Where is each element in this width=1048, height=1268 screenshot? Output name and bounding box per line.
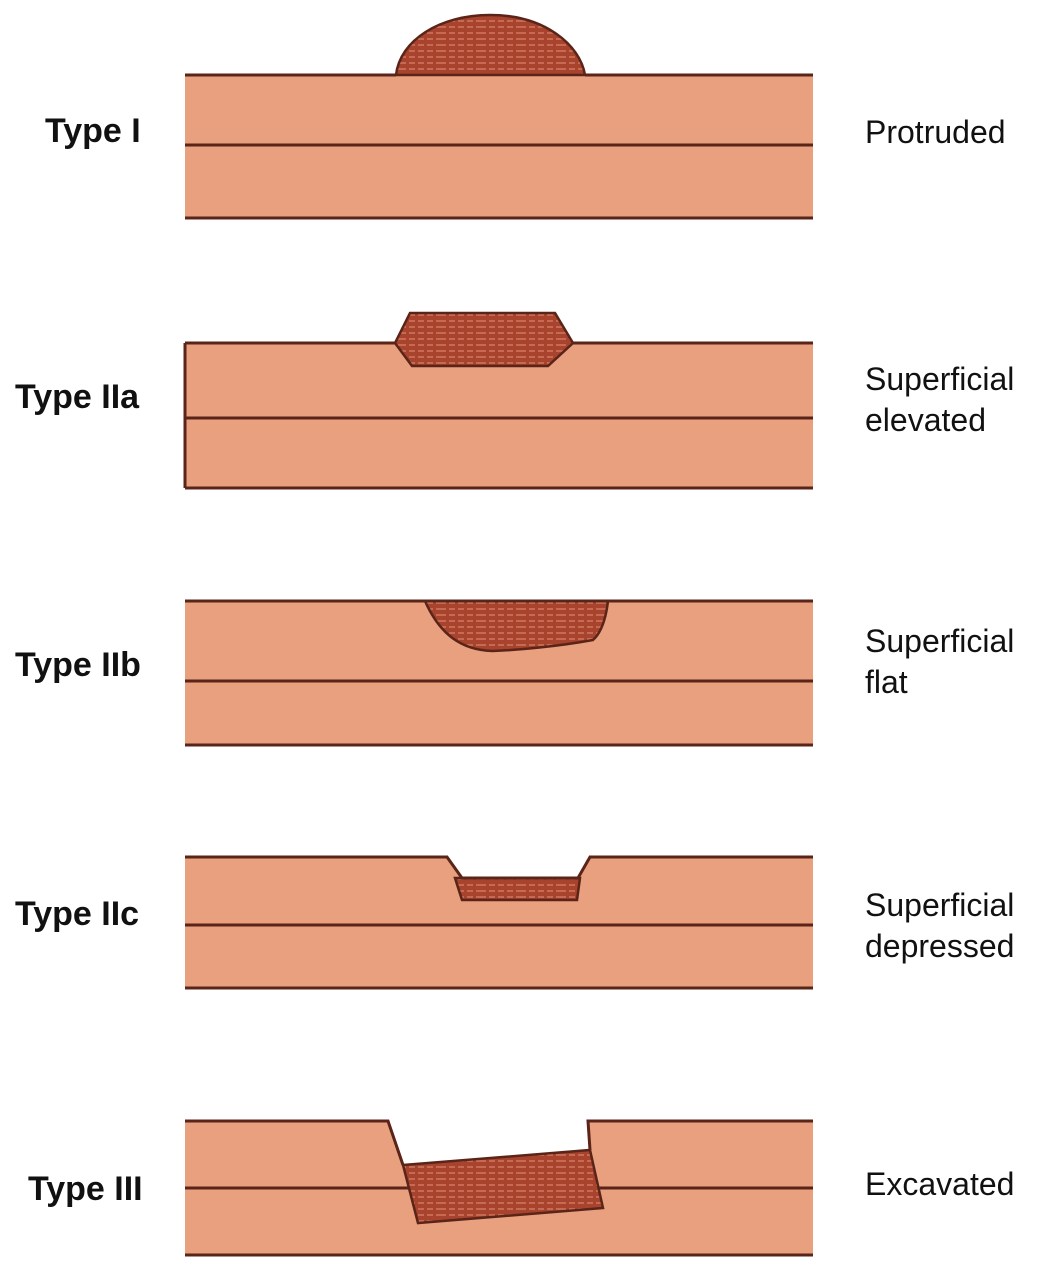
type-label: Type IIc — [15, 895, 139, 933]
description-label: Protruded — [865, 114, 1006, 150]
row-type-i: Type I Protruded — [45, 15, 1006, 218]
superficial-elevated-lesion — [395, 313, 573, 366]
type-label: Type I — [45, 112, 141, 150]
superficial-depressed-lesion — [455, 878, 580, 900]
type-label: Type IIa — [15, 378, 140, 416]
row-type-iic: Type IIc Superficial depressed — [15, 857, 1014, 988]
description-label: elevated — [865, 402, 986, 438]
description-label: depressed — [865, 928, 1014, 964]
row-type-iib: Type IIb Superficial flat — [15, 601, 1014, 745]
row-type-iia: Type IIa Superficial elevated — [15, 313, 1014, 488]
description-label: Excavated — [865, 1166, 1014, 1202]
description-label: Superficial — [865, 887, 1014, 923]
description-label: Superficial — [865, 361, 1014, 397]
row-type-iii: Type III Excavated — [28, 1121, 1014, 1255]
description-label: Superficial — [865, 623, 1014, 659]
protruded-lesion — [396, 15, 585, 75]
type-label: Type III — [28, 1170, 143, 1208]
description-label: flat — [865, 664, 908, 700]
type-label: Type IIb — [15, 646, 141, 684]
